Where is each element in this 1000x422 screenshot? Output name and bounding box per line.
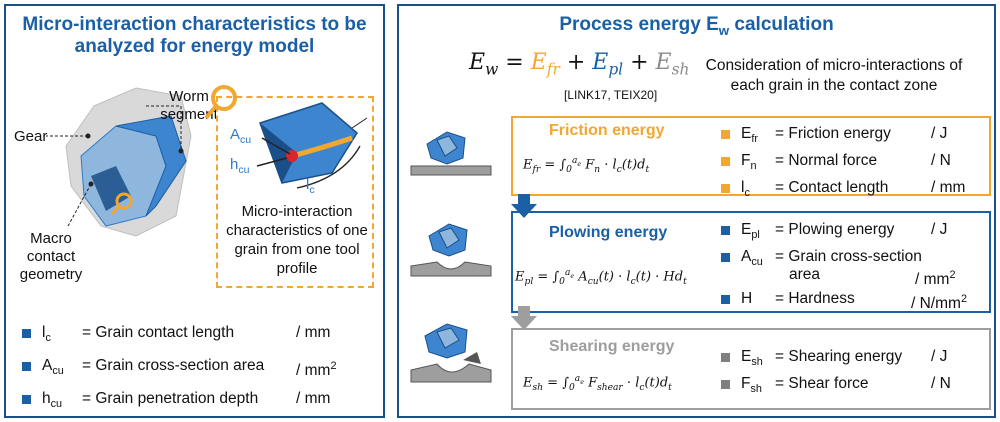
bullet-square [721, 157, 730, 166]
grain-illustration [204, 85, 368, 189]
main-equation: Ew = Efr + Epl + Esh [469, 50, 690, 79]
consideration-text: Consideration of micro-interactions of e… [705, 57, 963, 94]
bullet-square [721, 253, 730, 262]
def-fsh: Fsh [741, 375, 762, 396]
gear-worm-illustration [46, 87, 192, 237]
def-lc-contact-unit: / mm [931, 179, 966, 196]
right-panel: Process energy Ew calculation Ew = Efr +… [397, 4, 996, 418]
def-acu-r-unit: / mm2 [915, 269, 956, 289]
def-lc-contact: lc [741, 179, 750, 200]
shearing-formula: Esh = ∫0ae Fshear · lc(t)dt [523, 374, 672, 393]
def-fn-desc: = Normal force [775, 152, 878, 169]
def-epl: Epl [741, 221, 760, 242]
bullet-square [22, 329, 31, 338]
magnifier-icon [115, 192, 133, 210]
bullet-square [721, 226, 730, 235]
def-esh-desc: = Shearing energy [775, 348, 903, 365]
plowing-energy-box [511, 211, 991, 313]
plowing-formula: Epl = ∫0ae Acu(t) · lc(t) · Hdt [515, 268, 687, 287]
def-hcu-unit: / mm [296, 390, 331, 407]
def-epl-desc: = Plowing energy [775, 221, 895, 238]
def-esh: Esh [741, 348, 763, 369]
friction-title: Friction energy [549, 122, 665, 139]
def-epl-unit: / J [931, 221, 948, 238]
gear-label: Gear [14, 128, 48, 145]
friction-formula: Efr = ∫0ae Fn · lc(t)dt [523, 156, 650, 175]
def-acu-r-desc2: area [789, 266, 821, 283]
def-lc-desc: = Grain contact length [82, 324, 235, 341]
bullet-square [22, 362, 31, 371]
flow-arrows [511, 194, 537, 330]
def-acu: Acu [42, 357, 64, 378]
def-h-unit: / N/mm2 [911, 293, 967, 313]
magnifier-large-icon [211, 85, 237, 111]
def-acu-r: Acu [741, 248, 763, 269]
bullet-square [22, 395, 31, 404]
macro-contact-geometry-label: Macro contact geometry [19, 230, 83, 283]
def-fsh-unit: / N [931, 375, 951, 392]
shearing-energy-box [511, 328, 991, 410]
def-hcu: hcu [42, 390, 63, 411]
def-lc: lc [42, 324, 51, 345]
def-acu-unit: / mm2 [296, 360, 337, 380]
def-fn-unit: / N [931, 152, 951, 169]
worm-segment-label: Worm segment [160, 88, 218, 123]
left-panel: Micro-interaction characteristics to be … [4, 4, 385, 418]
friction-energy-box [511, 116, 991, 196]
inset-caption: Micro-interaction characteristics of one… [226, 203, 368, 277]
bullet-square [721, 184, 730, 193]
def-lc-unit: / mm [296, 324, 331, 341]
acu-label: Acu [230, 126, 252, 146]
lc-label: lc [306, 176, 315, 196]
def-h: H [741, 290, 753, 307]
left-panel-title: Micro-interaction characteristics to be … [22, 14, 367, 57]
bullet-square [721, 130, 730, 139]
grain-pictograms [410, 131, 492, 383]
def-fn: Fn [741, 152, 757, 173]
reference-label: [LINK17, TEIX20] [564, 88, 658, 102]
bullet-square [721, 295, 730, 304]
bullet-square [721, 353, 730, 362]
def-efr: Efr [741, 125, 758, 146]
shearing-title: Shearing energy [549, 338, 675, 355]
plowing-title: Plowing energy [549, 224, 668, 241]
def-hcu-desc: = Grain penetration depth [82, 390, 259, 407]
def-efr-unit: / J [931, 125, 948, 142]
def-h-desc: = Hardness [775, 290, 855, 307]
def-efr-desc: = Friction energy [775, 125, 891, 142]
def-esh-unit: / J [931, 348, 948, 365]
def-lc-contact-desc: = Contact length [775, 179, 889, 196]
right-panel-title: Process energy Ew calculation [559, 14, 834, 38]
def-acu-r-desc: = Grain cross-section [775, 248, 922, 265]
hcu-label: hcu [230, 156, 250, 176]
def-fsh-desc: = Shear force [775, 375, 869, 392]
def-acu-desc: = Grain cross-section area [82, 357, 265, 374]
bullet-square [721, 380, 730, 389]
